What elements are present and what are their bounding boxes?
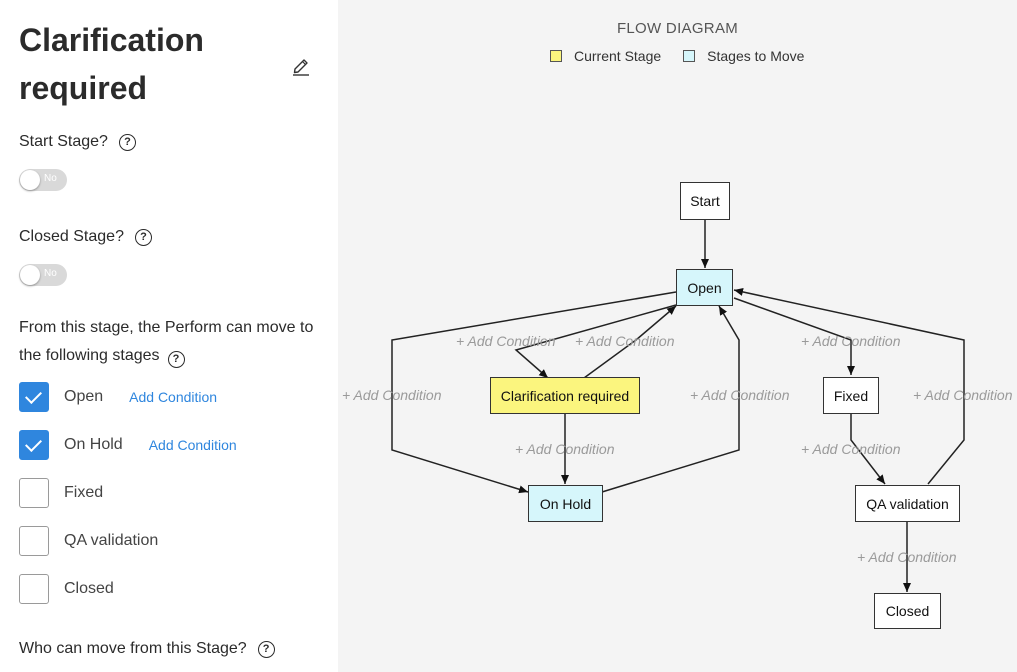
stage-option-open: Open Add Condition <box>19 381 217 413</box>
move-description: From this stage, the Perform can move to… <box>19 314 329 370</box>
legend: Current Stage Stages to Move <box>550 48 826 64</box>
legend-swatch-current <box>550 50 562 62</box>
node-closed[interactable]: Closed <box>874 593 941 629</box>
edge-onhold-open <box>601 305 740 493</box>
edge-open-clarification <box>514 304 677 379</box>
legend-item-move: Stages to Move <box>683 48 804 64</box>
stage-option-fixed: Fixed <box>19 477 103 509</box>
node-open[interactable]: Open <box>676 269 733 306</box>
node-start[interactable]: Start <box>680 182 730 220</box>
stage-title: Clarification required <box>19 22 204 106</box>
stage-label: Closed <box>64 580 114 597</box>
help-icon[interactable]: ? <box>134 228 152 246</box>
stage-option-qa-validation: QA validation <box>19 525 158 557</box>
stage-checkbox[interactable] <box>19 574 49 604</box>
closed-stage-label: Closed Stage? ? <box>19 228 152 246</box>
diagram-edges <box>391 219 965 592</box>
add-condition-label[interactable]: + Add Condition <box>801 441 901 457</box>
stage-checkbox[interactable] <box>19 430 49 460</box>
start-stage-toggle[interactable]: No <box>19 169 67 191</box>
help-icon[interactable]: ? <box>118 133 136 151</box>
flow-diagram: FLOW DIAGRAM Current Stage Stages to Mov… <box>338 0 1017 672</box>
node-qa-validation[interactable]: QA validation <box>855 485 960 522</box>
toggle-knob <box>20 265 40 285</box>
closed-stage-toggle[interactable]: No <box>19 264 67 286</box>
help-icon[interactable]: ? <box>167 351 185 368</box>
stage-checkbox[interactable] <box>19 382 49 412</box>
start-stage-label: Start Stage? ? <box>19 133 136 151</box>
stage-label: QA validation <box>64 532 159 549</box>
add-condition-label[interactable]: + Add Condition <box>456 333 556 349</box>
legend-swatch-move <box>683 50 696 62</box>
edge-clarification-open <box>583 305 677 379</box>
stage-label: On Hold <box>64 436 123 453</box>
stage-label: Fixed <box>64 484 104 501</box>
node-clarification-required[interactable]: Clarification required <box>490 377 640 414</box>
add-condition-label[interactable]: + Add Condition <box>342 387 442 403</box>
stage-checkbox[interactable] <box>19 478 49 508</box>
stage-option-closed: Closed <box>19 573 114 605</box>
pencil-icon[interactable] <box>291 54 311 76</box>
add-condition-label[interactable]: + Add Condition <box>913 387 1013 403</box>
node-fixed[interactable]: Fixed <box>823 377 879 414</box>
who-can-move-label: Who can move from this Stage? ? <box>19 640 275 658</box>
diagram-title: FLOW DIAGRAM <box>616 20 739 37</box>
edge-qa-open <box>733 288 965 485</box>
toggle-text: No <box>44 268 57 279</box>
help-icon[interactable]: ? <box>257 640 275 658</box>
node-on-hold[interactable]: On Hold <box>528 485 603 522</box>
stage-checkbox[interactable] <box>19 526 49 556</box>
stage-label: Open <box>64 388 104 405</box>
toggle-knob <box>20 170 40 190</box>
add-condition-label[interactable]: + Add Condition <box>690 387 790 403</box>
add-condition-label[interactable]: + Add Condition <box>801 333 901 349</box>
add-condition-link[interactable]: Add Condition <box>129 389 218 405</box>
edge-fixed-qa <box>850 414 886 485</box>
add-condition-label[interactable]: + Add Condition <box>575 333 675 349</box>
add-condition-label[interactable]: + Add Condition <box>857 549 957 565</box>
stage-settings-panel: Clarification required Start Stage? ? No… <box>0 0 338 672</box>
toggle-text: No <box>44 173 57 184</box>
legend-item-current: Current Stage <box>550 48 661 64</box>
edge-open-onhold <box>391 291 677 494</box>
edge-open-fixed <box>733 297 855 375</box>
add-condition-label[interactable]: + Add Condition <box>515 441 615 457</box>
stage-option-on-hold: On Hold Add Condition <box>19 429 237 461</box>
add-condition-link[interactable]: Add Condition <box>148 437 237 453</box>
